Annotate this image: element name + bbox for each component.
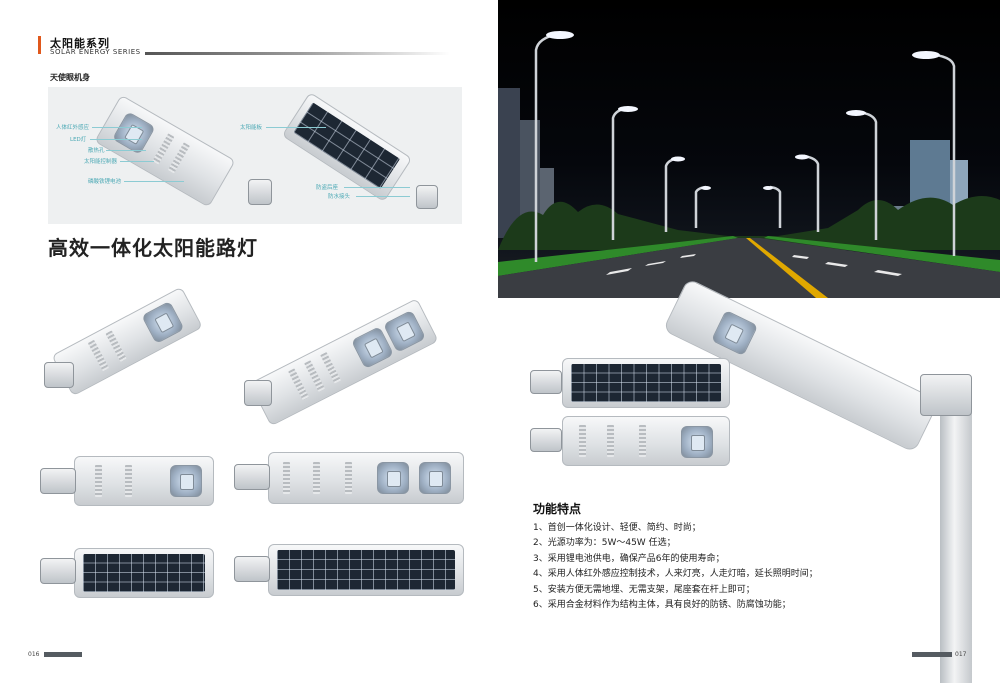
features-title: 功能特点 — [533, 502, 582, 516]
series-title: 太阳能系列 — [50, 37, 110, 50]
anatomy-panel: 人体红外感应 LED灯 散热孔 太阳能控制器 磷酸铁锂电池 太阳能板 防盗后座 … — [48, 87, 462, 224]
product-title: 高效一体化太阳能路灯 — [48, 236, 258, 260]
callout-led: LED灯 — [70, 137, 87, 143]
callout-line — [120, 161, 154, 162]
feature-item: 6、采用合金材料作为结构主体，具有良好的防锈、防腐蚀功能； — [533, 600, 791, 611]
anatomy-lamp-led-side — [90, 94, 236, 214]
hero-lamp-bracket — [920, 374, 972, 416]
callout-controller: 太阳能控制器 — [84, 159, 118, 165]
lamp-angled-small-bracket — [44, 362, 74, 388]
series-subtitle: SOLAR ENERGY SERIES — [50, 48, 141, 56]
lamp-bottom-small-bracket — [40, 468, 76, 494]
section-label: 天使眼机身 — [50, 73, 90, 82]
callout-solar-panel: 太阳能板 — [240, 125, 263, 131]
lamp-bottom-small — [74, 456, 214, 506]
lamp-bottom-large-bracket — [234, 464, 270, 490]
anatomy-lamp-solar-side — [277, 92, 413, 208]
features-list: 1、首创一体化设计、轻便、简约、时尚； 2、光源功率为：5W～45W 任选； 3… — [533, 521, 863, 613]
lamp-top-view-right — [562, 358, 730, 408]
page-number-left: 016 — [28, 651, 40, 658]
lamp-bottom-view-right — [562, 416, 730, 466]
lamp-angled-large-bracket — [244, 380, 272, 406]
feature-item: 5、安装方便无需地埋、无需支架，尾座套在杆上即可； — [533, 584, 755, 595]
callout-line — [356, 196, 410, 197]
feature-item: 2、光源功率为：5W～45W 任选； — [533, 538, 676, 549]
night-street-photo — [498, 0, 1000, 298]
lamp-top-small-bracket — [40, 558, 76, 584]
callout-line — [90, 139, 142, 140]
page-bar-left — [44, 652, 82, 657]
header-accent-bar — [38, 36, 41, 54]
callout-vents: 散热孔 — [88, 148, 105, 154]
lamp-top-large — [268, 544, 464, 596]
lamp-angled-large — [249, 298, 439, 428]
callout-line — [106, 150, 146, 151]
callout-battery: 磷酸铁锂电池 — [88, 179, 122, 185]
header-rule — [145, 52, 450, 55]
callout-line — [92, 127, 142, 128]
lamp-angled-small — [51, 286, 203, 398]
feature-item: 3、采用锂电池供电，确保产品6年的使用寿命； — [533, 553, 725, 564]
feature-item: 4、采用人体红外感应控制技术，人来灯亮，人走灯暗，延长照明时间； — [533, 569, 818, 580]
anatomy-bracket-left — [248, 179, 272, 205]
anatomy-bracket-right — [416, 185, 438, 209]
lamp-bottom-large — [268, 452, 464, 504]
page-bar-right — [912, 652, 952, 657]
street-scene-illustration — [498, 31, 1000, 298]
lamp-top-small — [74, 548, 214, 598]
page-number-right: 017 — [955, 651, 967, 658]
callout-line — [124, 181, 184, 182]
lamp-bottom-view-right-bracket — [530, 428, 562, 452]
lamp-top-view-right-bracket — [530, 370, 562, 394]
callout-waterproof: 防水接头 — [328, 194, 351, 200]
callout-pir-sensor: 人体红外感应 — [56, 125, 90, 131]
hero-lamp-pole — [940, 390, 972, 683]
lamp-top-large-bracket — [234, 556, 270, 582]
callout-line — [344, 187, 410, 188]
callout-line — [266, 127, 326, 128]
callout-antitheft: 防盗后座 — [316, 185, 339, 191]
feature-item: 1、首创一体化设计、轻便、简约、时尚； — [533, 523, 701, 533]
